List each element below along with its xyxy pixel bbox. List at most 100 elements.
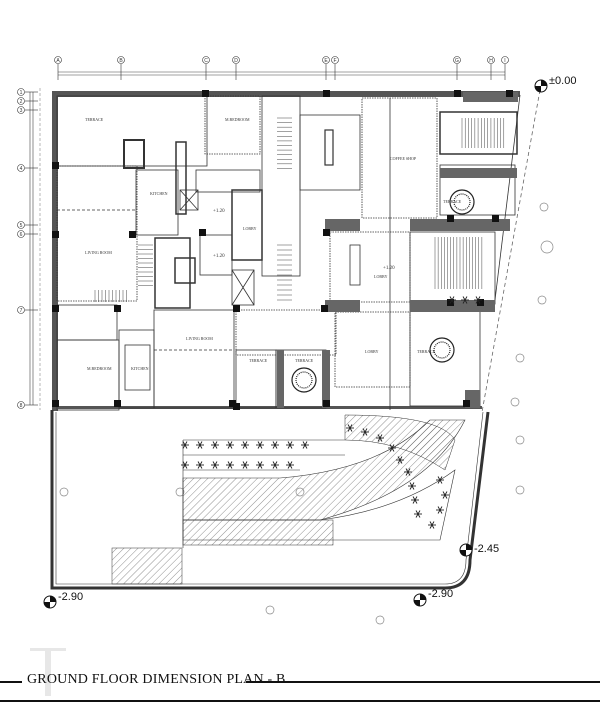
room-label-living-room: LIVING ROOM xyxy=(186,336,213,341)
column xyxy=(492,215,499,222)
grid-column-F: F xyxy=(331,56,339,80)
level-marker-bottom-left: -2.90 xyxy=(43,591,83,609)
plant-icon xyxy=(411,496,419,504)
grid-label: H xyxy=(489,58,493,64)
column-logo-icon xyxy=(30,648,66,696)
room-label-master-bedroom: M.BEDROOM xyxy=(87,366,112,371)
room-label-terrace: TERRACE xyxy=(443,199,462,204)
grid-label: I xyxy=(504,58,505,64)
plant-icon xyxy=(461,296,469,304)
parking-ramp xyxy=(111,414,466,585)
title-rule-right xyxy=(246,681,600,683)
plant-icon xyxy=(286,461,294,469)
drawing-title: GROUND FLOOR DIMENSION PLAN - B xyxy=(27,672,286,687)
column xyxy=(477,299,484,306)
column xyxy=(129,231,136,238)
room-label-living-room: LIVING ROOM xyxy=(85,250,112,255)
room-label-terrace: TERRACE xyxy=(85,117,104,122)
column xyxy=(52,162,59,169)
grid-row-4: 4 xyxy=(17,164,38,172)
column xyxy=(233,305,240,312)
plant-icon xyxy=(396,456,404,464)
site-boundary xyxy=(50,410,490,590)
grid-column-G: G xyxy=(453,56,461,80)
plant-icon xyxy=(301,441,309,449)
plant-icon xyxy=(474,296,482,304)
room-label-coffee-shop: COFFEE SHOP xyxy=(390,156,417,161)
room-label-lobby: LOBBY xyxy=(374,274,388,279)
level-label: +1.20 xyxy=(213,254,225,259)
level-marker-top-right: ±0.00 xyxy=(534,75,576,93)
plant-icon xyxy=(436,476,444,484)
column xyxy=(454,90,461,97)
grid-label: G xyxy=(455,58,459,64)
drawing-title-bar: GROUND FLOOR DIMENSION PLAN - B xyxy=(0,670,600,690)
grid-row-1: 1 xyxy=(17,88,38,96)
plant-icon xyxy=(256,441,264,449)
grid-column-H: H xyxy=(487,56,495,80)
column xyxy=(229,400,236,407)
plant-icon xyxy=(241,441,249,449)
thick-walls xyxy=(277,92,518,408)
column xyxy=(323,229,330,236)
grid-label: 5 xyxy=(20,223,23,229)
plant-icon xyxy=(404,468,412,476)
level-marker-bottom-right: -2.90 xyxy=(413,588,453,607)
room-label-terrace: TERRACE xyxy=(249,358,268,363)
plant-icon xyxy=(226,461,234,469)
grid-row-3: 3 xyxy=(17,106,38,114)
room-label-lobby: LOBBY xyxy=(243,226,257,231)
room-labels: TERRACE M.BEDROOM KITCHEN LIVING ROOM LO… xyxy=(85,117,462,371)
room-label-terrace: TERRACE xyxy=(417,349,436,354)
level-label: -2.90 xyxy=(428,588,453,600)
room-label-lobby: LOBBY xyxy=(365,349,379,354)
plant-icon xyxy=(241,461,249,469)
column xyxy=(52,305,59,312)
grid-column-B: B xyxy=(117,56,125,80)
plant-icon xyxy=(346,424,354,432)
plant-icon xyxy=(376,434,384,442)
plant-icon xyxy=(181,461,189,469)
plant-icon xyxy=(448,296,456,304)
column xyxy=(321,305,328,312)
plant-icon xyxy=(271,441,279,449)
grid-column-I: I xyxy=(501,56,509,80)
plant-icon xyxy=(226,441,234,449)
grid-label: B xyxy=(119,58,123,64)
plant-icon xyxy=(271,461,279,469)
structural-columns xyxy=(52,90,513,410)
grid-column-C: C xyxy=(202,56,210,80)
grid-row-7: 7 xyxy=(17,306,38,314)
grid-row-2: 2 xyxy=(17,97,38,105)
room-label-kitchen: KITCHEN xyxy=(131,366,149,371)
grid-label: F xyxy=(333,58,336,64)
grid-column-E: E xyxy=(322,56,330,80)
column xyxy=(114,305,121,312)
column xyxy=(447,215,454,222)
grid-label: 7 xyxy=(20,308,23,314)
room-label-master-bedroom: M.BEDROOM xyxy=(225,117,250,122)
plant-icon xyxy=(361,428,369,436)
level-label: -2.45 xyxy=(474,543,499,555)
plant-icon xyxy=(286,441,294,449)
bottom-rule xyxy=(0,700,600,702)
grid-row-8: 8 xyxy=(17,401,38,409)
grid-label: 3 xyxy=(20,108,23,114)
grid-label: D xyxy=(234,58,238,64)
building-walls xyxy=(39,88,541,413)
room-label-terrace: TERRACE xyxy=(295,358,314,363)
plant-icon xyxy=(211,461,219,469)
level-label: -2.90 xyxy=(58,591,83,603)
plant-icon xyxy=(181,441,189,449)
column xyxy=(233,403,240,410)
level-label: +1.20 xyxy=(213,209,225,214)
plant-icon xyxy=(428,521,436,529)
plant-icon xyxy=(388,444,396,452)
plant-icon xyxy=(196,461,204,469)
column xyxy=(506,90,513,97)
grid-row-5: 5 xyxy=(17,221,38,229)
column-grid xyxy=(29,71,505,405)
